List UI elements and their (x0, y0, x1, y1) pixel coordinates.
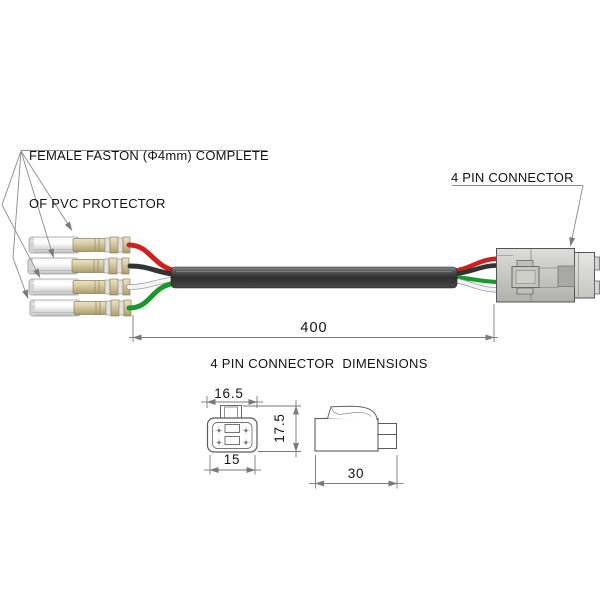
front-width-bottom-dim: 15 (223, 452, 241, 467)
side-length-dim: 30 (347, 466, 365, 481)
faston-label: FEMALE FASTON (Φ4mm) COMPLETE OF PVC PRO… (29, 115, 269, 229)
connector-seal-insert (557, 265, 575, 287)
dimension-17-5 (243, 400, 301, 458)
red-wire (126, 242, 179, 274)
faston-terminal-group (27, 236, 132, 317)
dimension-30 (309, 455, 404, 489)
faston-terminal-4 (29, 299, 132, 317)
four-pin-connector (496, 248, 600, 303)
faston-terminal-2 (27, 257, 130, 275)
cable-length-dim: 400 (300, 320, 328, 336)
dimensions-title: 4 PIN CONNECTOR DIMENSIONS (210, 356, 428, 371)
cable-sheath (170, 266, 458, 289)
faston-terminal-1 (28, 236, 131, 254)
faston-terminal-3 (28, 278, 131, 296)
front-height-dim: 17.5 (272, 413, 287, 443)
dimension-400 (129, 304, 498, 342)
dimension-15 (204, 455, 261, 475)
connector-label: 4 PIN CONNECTOR (451, 170, 574, 185)
connector-side-view (309, 405, 404, 489)
faston-label-line1: FEMALE FASTON (Φ4mm) COMPLETE (29, 147, 269, 163)
faston-label-line2: OF PVC PROTECTOR (29, 196, 166, 212)
leader-lines (1, 150, 584, 299)
connector-rear-cap (574, 252, 595, 299)
green-wire (126, 280, 179, 311)
connector-front-view (201, 396, 301, 475)
front-width-top-dim: 16.5 (214, 386, 244, 401)
left-wire-fanout (126, 242, 181, 311)
right-wire-fanout (449, 256, 502, 293)
